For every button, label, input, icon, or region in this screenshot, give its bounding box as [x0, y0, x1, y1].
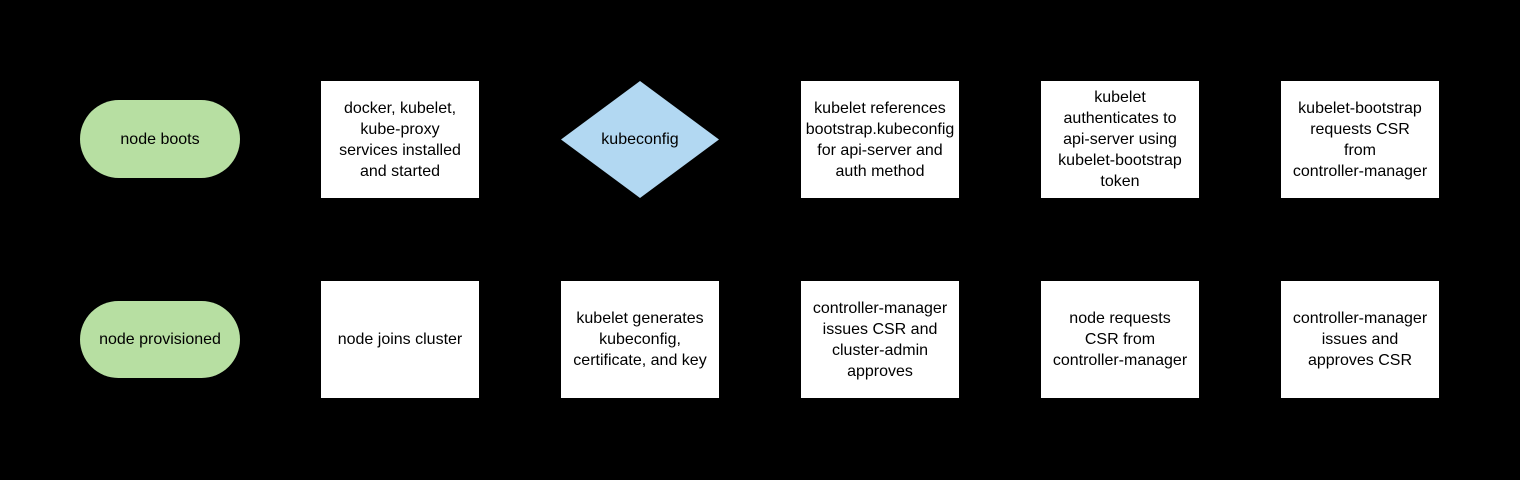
node-label: controller-manager issues and approves CSR — [1281, 308, 1439, 371]
kubelet-authenticates-process: kubelet authenticates to api-server using k… — [1041, 81, 1199, 198]
node-text-line: and started — [359, 162, 441, 180]
node-text-line: authenticates to — [1063, 110, 1177, 127]
node-boots-terminator: node boots — [80, 100, 240, 178]
node-provisioned-terminator: node provisioned — [80, 301, 240, 378]
node-text-line: approves CSR — [1307, 352, 1413, 369]
node-text-line: auth method — [835, 162, 925, 180]
bootstrap-requests-csr-process: kubelet-bootstrap requests CSR from control… — [1281, 81, 1439, 198]
node-text-line: controller-manager — [1052, 352, 1188, 369]
node-text-line: kubelet-bootstrap — [1298, 99, 1422, 117]
cm-issues-and-approves-csr-process: controller-manager issues and approves CSR — [1281, 281, 1439, 398]
node-label: kubelet generates kubeconfig, certificate,… — [561, 308, 719, 371]
node-label: node joins cluster — [321, 329, 479, 350]
node-text-line: from — [1344, 141, 1376, 159]
node-text-line: bootstrap.kubeconfig — [805, 120, 955, 138]
node-label: controller-manager issues CSR and cluster-… — [801, 298, 959, 382]
node-text-line: kube-proxy — [360, 120, 440, 138]
node-label: kubelet-bootstrap requests CSR from control… — [1281, 98, 1439, 182]
kubeconfig-decision-diamond: kubeconfig — [561, 81, 719, 198]
node-label: kubelet authenticates to api-server using k… — [1041, 87, 1199, 192]
node-text-line: node boots — [120, 130, 200, 148]
node-joins-cluster-process: node joins cluster — [321, 281, 479, 398]
node-text-line: controller-manager — [1292, 162, 1428, 180]
services-installed-process: docker, kubelet, kube-proxy services insta… — [321, 81, 479, 198]
kubelet-generates-process: kubelet generates kubeconfig, certificate,… — [561, 281, 719, 398]
node-text-line: node requests — [1069, 310, 1171, 327]
node-label: kubeconfig — [561, 129, 719, 150]
node-text-line: token — [1100, 173, 1140, 190]
kubelet-references-process: kubelet references bootstrap.kubeconfig fo… — [801, 81, 959, 198]
node-text-line: kubelet generates — [576, 310, 704, 327]
node-text-line: kubelet references — [814, 99, 946, 117]
node-text-line: api-server using — [1063, 131, 1177, 148]
node-text-line: for api-server and — [817, 141, 943, 159]
node-text-line: CSR from — [1084, 331, 1156, 348]
node-text-line: requests CSR — [1310, 120, 1410, 138]
node-text-line: kubeconfig — [601, 131, 679, 148]
node-text-line: cluster-admin — [831, 341, 929, 359]
node-text-line: node joins cluster — [337, 331, 463, 348]
node-label: kubelet references bootstrap.kubeconfig fo… — [801, 98, 959, 182]
node-text-line: kubeconfig, — [599, 331, 681, 348]
node-text-line: controller-manager — [1292, 310, 1428, 327]
node-text-line: certificate, and key — [573, 352, 707, 369]
node-text-line: services installed — [339, 141, 461, 159]
node-text-line: issues and — [1321, 331, 1399, 348]
node-text-line: issues CSR and — [822, 320, 938, 338]
node-text-line: node provisioned — [99, 331, 221, 348]
node-text-line: kubelet-bootstrap — [1058, 152, 1182, 169]
node-text-line: docker, kubelet, — [343, 99, 457, 117]
node-label: node provisioned — [80, 329, 240, 350]
node-text-line: kubelet — [1094, 89, 1146, 106]
cm-issues-admin-approves-process: controller-manager issues CSR and cluster-… — [801, 281, 959, 398]
node-text-line: approves — [847, 362, 913, 380]
node-label: docker, kubelet, kube-proxy services insta… — [321, 98, 479, 182]
node-text-line: controller-manager — [812, 299, 948, 317]
node-label: node boots — [80, 129, 240, 150]
